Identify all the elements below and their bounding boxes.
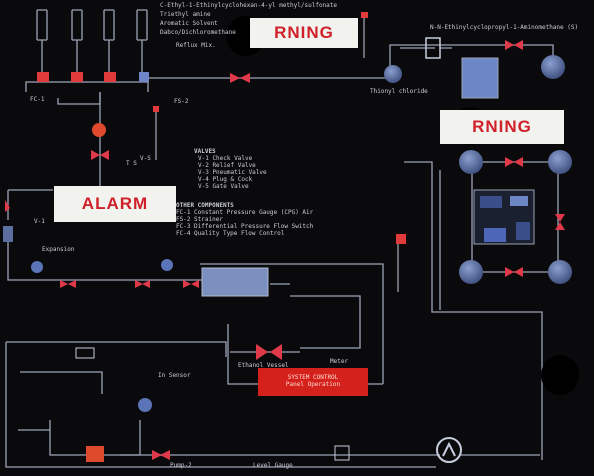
reflux-label: Reflux Mix. [176,42,216,49]
legend-item: FC-1 Constant Pressure Gauge (CPG) Air [176,209,286,216]
equipment-group [3,38,534,462]
feed-box-group [37,72,149,82]
other-title: OTHER COMPONENTS [176,202,286,209]
header-line: Triethyl amine [160,11,211,18]
occluder-blob [541,355,579,395]
legend-item: V-2 Relief Valve [198,162,308,169]
right-line-label: N-N-Ethinylcyclopropyl-1-Aminomethane (S… [430,24,578,31]
warning-sign-top: RNING [250,18,358,48]
legend-item: FC-4 Quality Type Flow Control [176,230,286,237]
header-line: Aromatic Solvent [160,20,218,27]
legend-item: V-3 Pneumatic Valve [198,169,308,176]
valve-group [5,40,565,460]
panel-line-2: Panel Operation [258,381,368,388]
vs-label: V-S [140,155,151,162]
legend-panel: VALVES V-1 Check Valve V-2 Relief Valve … [176,148,286,237]
alarm-sign: ALARM [54,186,176,222]
sensor-label: In Sensor [158,372,191,379]
legend-item: V-4 Plug & Cock [198,176,308,183]
panel-line-1: SYSTEM CONTROL [258,374,368,381]
valves-title: VALVES [194,148,304,155]
level-gauge-label: Level Gauge [253,462,293,469]
legend-item: V-5 Gate Valve [198,183,308,190]
header-line: C-Ethyl-1-Ethinylcyclohexan-4-yl methyl/… [160,2,337,9]
pump-symbol [437,438,461,462]
header-line: Dabco/Dichloromethane [160,29,236,36]
warning-sign-right: RNING [440,110,564,144]
legend-item: FC-3 Differential Pressure Flow Switch [176,223,286,230]
legend-item: V-1 Check Valve [198,155,308,162]
meter-label: Meter [330,358,348,365]
pump-label: Pump-2 [170,462,192,469]
v1-label: V-1 [34,218,45,225]
system-control-panel[interactable]: SYSTEM CONTROL Panel Operation [258,368,368,396]
ts-label: T S [126,160,137,167]
fs2-label: FS-2 [174,98,188,105]
expansion-label: Expansion [42,246,75,253]
legend-item: FS-2 Strainer [176,216,286,223]
thionyl-label: Thionyl chloride [370,88,428,95]
fc1-label: FC-1 [30,96,44,103]
